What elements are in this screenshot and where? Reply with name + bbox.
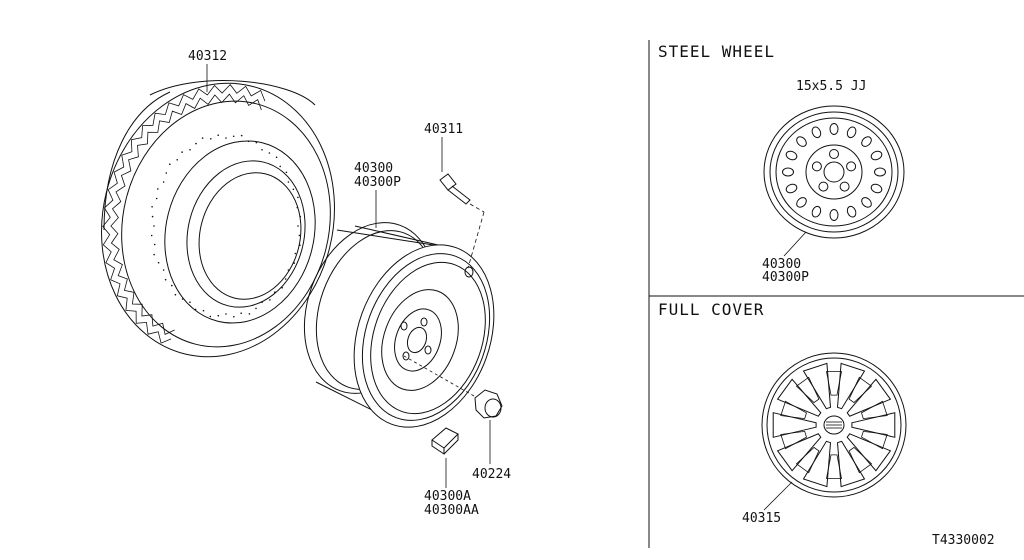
steel-wheel-size-label: 15x5.5 JJ xyxy=(796,79,866,94)
valve-part-number: 40311 xyxy=(424,122,463,137)
full-cover-panel-title: FULL COVER xyxy=(658,300,764,319)
steel-wheel-part-number: 40300 xyxy=(762,257,801,272)
tire-part-number: 40312 xyxy=(188,49,227,64)
balance-weight-illustration xyxy=(431,427,459,455)
valve-illustration xyxy=(439,173,485,269)
balance-weight-part-number-aa: 40300AA xyxy=(424,503,479,518)
steel-wheel-part-number-alt: 40300P xyxy=(762,270,809,285)
steel-wheel-illustration xyxy=(763,105,905,239)
full-cover-leader-line xyxy=(763,481,793,511)
full-cover-illustration xyxy=(761,352,907,498)
wheel-illustration xyxy=(303,222,495,428)
wheel-part-number: 40300 xyxy=(354,161,393,176)
balance-weight-part-number-a: 40300A xyxy=(424,489,471,504)
lug-nut-part-number: 40224 xyxy=(472,467,511,482)
lug-nut-illustration xyxy=(403,355,503,419)
steel-wheel-panel-title: STEEL WHEEL xyxy=(658,42,775,61)
steel-wheel-leader-line xyxy=(783,231,807,257)
diagram-code: T4330002 xyxy=(932,533,995,548)
full-cover-part-number: 40315 xyxy=(742,511,781,526)
tire-illustration xyxy=(101,80,335,358)
wheel-part-number-alt: 40300P xyxy=(354,175,401,190)
